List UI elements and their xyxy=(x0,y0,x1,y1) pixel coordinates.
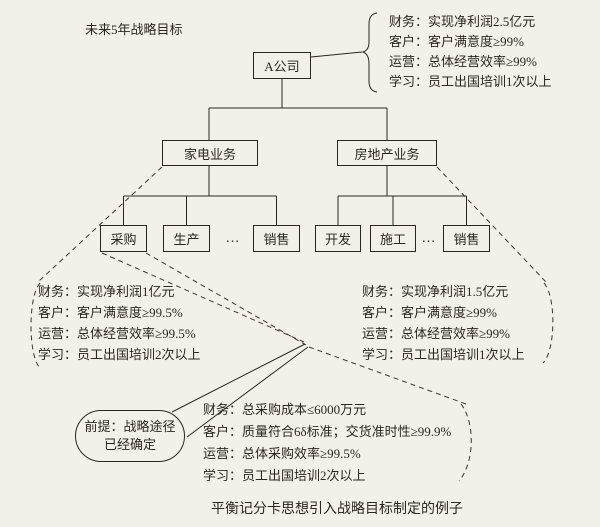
ellipsis-right: … xyxy=(421,231,437,246)
caption: 平衡记分卡思想引入战略目标制定的例子 xyxy=(211,502,463,517)
tree-connector-lines xyxy=(123,51,467,225)
procurement-callout-line-b xyxy=(145,252,307,346)
goal-line: 财务：总采购成本≤6000万元 xyxy=(203,402,367,417)
goal-line: 财务：实现净利润2.5亿元 xyxy=(389,14,536,29)
dashed-callout-lines xyxy=(30,166,554,482)
goal-line: 学习：员工出国培训2次以上 xyxy=(203,468,366,483)
appliance-goals-block: 财务：实现净利润1亿元 客户：客户满意度≥99.5% 运营：总体经营效率≥99.… xyxy=(38,281,201,365)
procurement-callout-line-a xyxy=(101,252,305,343)
goal-line: 客户：客户满意度≥99% xyxy=(362,305,497,320)
goal-line: 运营：总体采购效率≥99.5% xyxy=(203,446,361,461)
goal-line: 运营：总体经营效率≥99% xyxy=(389,54,537,69)
goal-line: 运营：总体经营效率≥99% xyxy=(362,326,510,341)
procurement-goals-block: 财务：总采购成本≤6000万元 客户：质量符合6δ标准；交货准时性≥99.9% … xyxy=(203,399,451,487)
goal-line: 客户：质量符合6δ标准；交货准时性≥99.9% xyxy=(203,424,452,439)
appliance-callout-line xyxy=(37,166,163,283)
node-realestate-business: 房地产业务 xyxy=(337,140,437,166)
label-strategic-goal: 未来5年战略目标 xyxy=(85,22,183,37)
node-production: 生产 xyxy=(163,225,210,252)
node-sales-right: 销售 xyxy=(443,225,490,252)
goal-line: 财务：实现净利润1.5亿元 xyxy=(362,284,509,299)
goal-line: 学习：员工出国培训1次以上 xyxy=(362,347,525,362)
node-appliance-business: 家电业务 xyxy=(162,140,258,166)
company-goals-block: 财务：实现净利润2.5亿元 客户：客户满意度≥99% 运营：总体经营效率≥99%… xyxy=(389,12,552,92)
company-callout-line xyxy=(310,51,363,58)
goal-line: 学习：员工出国培训1次以上 xyxy=(389,74,552,89)
company-goals-brace xyxy=(361,12,378,93)
procurement-callout-line-c xyxy=(308,346,467,405)
premise-text-line1: 前提：战略途径 xyxy=(84,419,176,434)
realestate-goals-block: 财务：实现净利润1.5亿元 客户：客户满意度≥99% 运营：总体经营效率≥99%… xyxy=(362,281,525,365)
appliance-goals-bracket xyxy=(30,282,41,369)
premise-pointer xyxy=(171,343,309,438)
premise-text-line2: 已经确定 xyxy=(103,437,156,452)
node-development: 开发 xyxy=(315,225,361,252)
goal-line: 客户：客户满意度≥99% xyxy=(389,34,524,49)
premise-bubble: 前提：战略途径 已经确定 xyxy=(75,410,185,462)
goal-line: 客户：客户满意度≥99.5% xyxy=(38,305,183,320)
goal-line: 财务：实现净利润1亿元 xyxy=(38,284,175,299)
node-sales-left: 销售 xyxy=(253,225,300,252)
node-company: A公司 xyxy=(253,52,311,79)
ellipsis-left: … xyxy=(225,231,241,246)
goal-line: 运营：总体经营效率≥99.5% xyxy=(38,326,196,341)
node-construction: 施工 xyxy=(370,225,416,252)
realestate-goals-bracket xyxy=(542,282,554,364)
procurement-goals-bracket xyxy=(458,403,472,482)
node-procurement: 采购 xyxy=(100,225,147,252)
goal-line: 学习：员工出国培训2次以上 xyxy=(38,347,201,362)
